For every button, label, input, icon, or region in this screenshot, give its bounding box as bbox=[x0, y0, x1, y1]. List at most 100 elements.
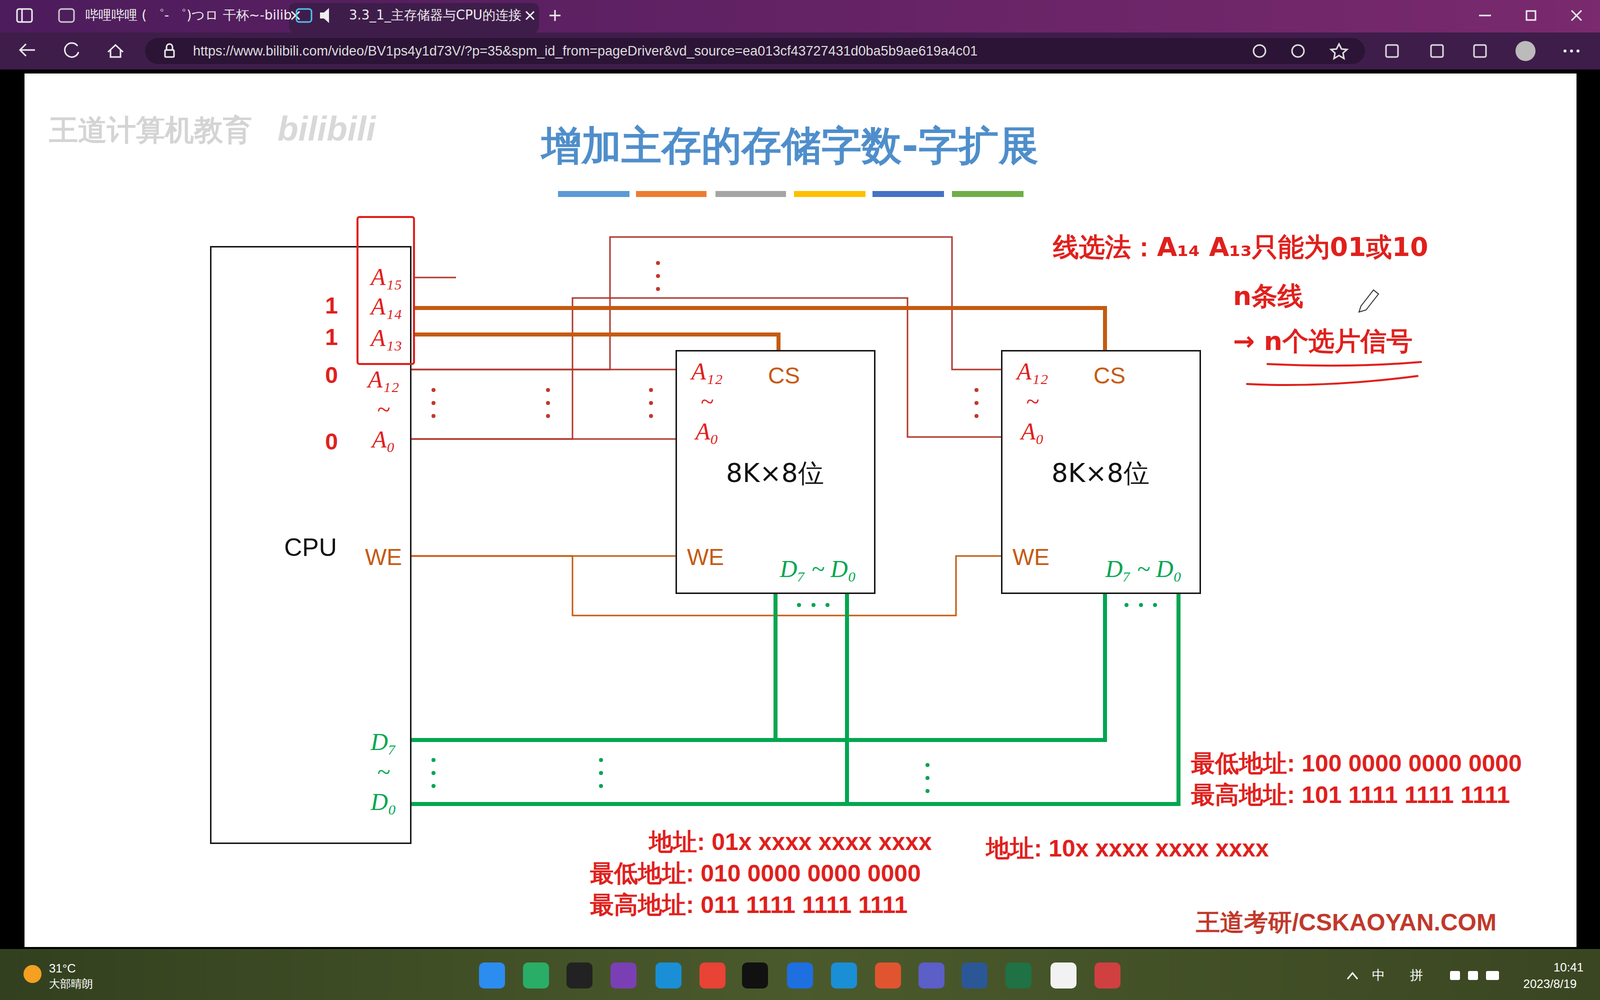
note: 线选法：A₁₄ A₁₃只能为01或10 bbox=[1053, 231, 1428, 263]
title-bar-accent bbox=[872, 191, 944, 197]
pin-name: A₁₅ bbox=[371, 262, 403, 292]
clock-time: 10:41 bbox=[1553, 960, 1584, 975]
bit-value-slot: 0 bbox=[325, 428, 338, 456]
tab-title: 哔哩哔哩 ( ゜- ゜)つロ 干杯~-bilib bbox=[85, 7, 292, 23]
url-field bbox=[145, 38, 1365, 64]
profile-avatar bbox=[1515, 41, 1536, 61]
input-indicator: 拼 bbox=[1410, 967, 1423, 983]
pin-name-slot: A₁₅ bbox=[371, 262, 403, 292]
title-bar-accent bbox=[636, 191, 707, 197]
brand-footer-slot: 王道考研/CSKAOYAN.COM bbox=[1196, 908, 1497, 937]
memory-chip: A₁₂ ~ A₀CS8K×8位WED₇ ~ D₀ bbox=[675, 350, 876, 594]
active-tab bbox=[289, 3, 539, 33]
input-indicator: 中 bbox=[1372, 967, 1385, 983]
dot bbox=[431, 414, 436, 418]
input-indicator-slot: 拼 bbox=[1410, 967, 1423, 983]
weather-icon bbox=[23, 965, 42, 983]
pin-name: D₇ ~ D₀ bbox=[370, 727, 396, 817]
bus-wire bbox=[411, 594, 1179, 804]
pin-name: WE bbox=[1012, 543, 1050, 571]
dot bbox=[546, 388, 550, 392]
address-note: 最高地址: 011 1111 1111 1111 bbox=[590, 890, 908, 920]
bit-value: 1 bbox=[325, 323, 338, 351]
pin-name: A₁₃ bbox=[371, 323, 403, 353]
close-button bbox=[1571, 10, 1582, 21]
favorite-star bbox=[1331, 44, 1347, 59]
bit-value-slot: 1 bbox=[325, 292, 338, 320]
pin-name-slot: A₁₂ ~ A₀ bbox=[1017, 356, 1049, 447]
taskbar-app-icon bbox=[699, 962, 726, 989]
watermark-slot: 王道计算机教育 bbox=[49, 113, 252, 148]
bit-value: 0 bbox=[325, 361, 338, 389]
weather-text-slot: 大部晴朗 bbox=[49, 977, 93, 991]
dot bbox=[925, 789, 930, 793]
dot bbox=[974, 401, 979, 405]
dot bbox=[1124, 603, 1129, 607]
tab-favicon bbox=[296, 9, 312, 22]
home-button bbox=[108, 45, 123, 57]
title-bar-accent bbox=[952, 191, 1024, 197]
dot bbox=[974, 388, 979, 392]
hand-underline bbox=[1247, 376, 1418, 385]
pin-name: A₁₂ ~ A₀ bbox=[368, 364, 400, 455]
pin-name: A₁₄ bbox=[371, 292, 403, 321]
dot bbox=[925, 763, 930, 767]
address-note-slot: 地址: 01x xxxx xxxx xxxx bbox=[649, 827, 932, 857]
pin-name-slot: A₁₂ ~ A₀ bbox=[368, 364, 400, 455]
note: → n个选片信号 bbox=[1233, 325, 1413, 357]
cpu-box: A₁₅A₁₄A₁₃ CPU A₁₂ ~ A₀ WE D₇ ~ D₀ bbox=[210, 246, 412, 844]
toolbar-icon bbox=[1386, 45, 1398, 57]
bus-wire bbox=[415, 334, 779, 350]
dot bbox=[431, 401, 436, 405]
weather-temp-slot: 31°C bbox=[49, 961, 76, 976]
dot bbox=[599, 758, 603, 762]
dot bbox=[546, 414, 550, 418]
note: n条线 bbox=[1233, 280, 1304, 312]
taskbar-app-icon bbox=[1005, 962, 1032, 989]
dot bbox=[431, 388, 436, 392]
title-bar bbox=[0, 0, 1600, 33]
address-note: 地址: 10x xxxx xxxx xxxx bbox=[986, 834, 1269, 863]
title-bar-accent bbox=[558, 191, 630, 197]
dot bbox=[649, 414, 653, 418]
chip-name-slot: CPU bbox=[284, 532, 337, 563]
address-note-slot: 最低地址: 010 0000 0000 0000 bbox=[590, 859, 921, 888]
pin-name: D₇ ~ D₀ bbox=[780, 554, 857, 584]
taskbar-app-icon bbox=[1050, 962, 1077, 989]
title-bar-accent bbox=[715, 191, 786, 197]
memory-chip: A₁₂ ~ A₀CS8K×8位WED₇ ~ D₀ bbox=[1001, 350, 1201, 594]
pin-name-slot: CS bbox=[1093, 362, 1126, 390]
speaker-icon bbox=[320, 8, 329, 23]
tab-favicon bbox=[59, 9, 74, 22]
restore-button bbox=[1526, 11, 1536, 20]
new-tab-plus bbox=[549, 10, 561, 21]
dot bbox=[599, 784, 603, 788]
pin-name-slot: WE bbox=[1012, 543, 1050, 571]
clock-time-slot: 10:41 bbox=[1553, 960, 1584, 975]
clock-date: 2023/8/19 bbox=[1523, 977, 1577, 992]
dot bbox=[431, 771, 436, 775]
watermark: bilibili bbox=[277, 108, 376, 150]
menu-dot bbox=[1563, 49, 1567, 53]
taskbar-app-icon bbox=[655, 962, 682, 989]
taskbar-app-icon bbox=[961, 962, 988, 989]
toolbar-icon bbox=[1431, 45, 1443, 57]
dot bbox=[546, 401, 550, 405]
bus-wire bbox=[415, 308, 1105, 350]
address-note-slot: 最高地址: 011 1111 1111 1111 bbox=[590, 890, 908, 920]
taskbar-app-icon bbox=[787, 962, 813, 989]
lock-icon bbox=[165, 50, 174, 57]
tab-close bbox=[526, 11, 534, 20]
pin-name: WE bbox=[365, 543, 402, 571]
url-text: https://www.bilibili.com/video/BV1ps4y1d… bbox=[193, 43, 978, 59]
bus-wire bbox=[411, 369, 676, 439]
bit-value-slot: 1 bbox=[325, 323, 338, 351]
bit-value: 0 bbox=[325, 428, 338, 456]
tab-close bbox=[291, 11, 300, 20]
dot bbox=[925, 776, 930, 780]
pin-name-slot: A₁₃ bbox=[371, 323, 403, 353]
pin-name: WE bbox=[687, 543, 724, 571]
slide bbox=[24, 73, 1577, 947]
tab-actions-icon bbox=[17, 9, 32, 22]
